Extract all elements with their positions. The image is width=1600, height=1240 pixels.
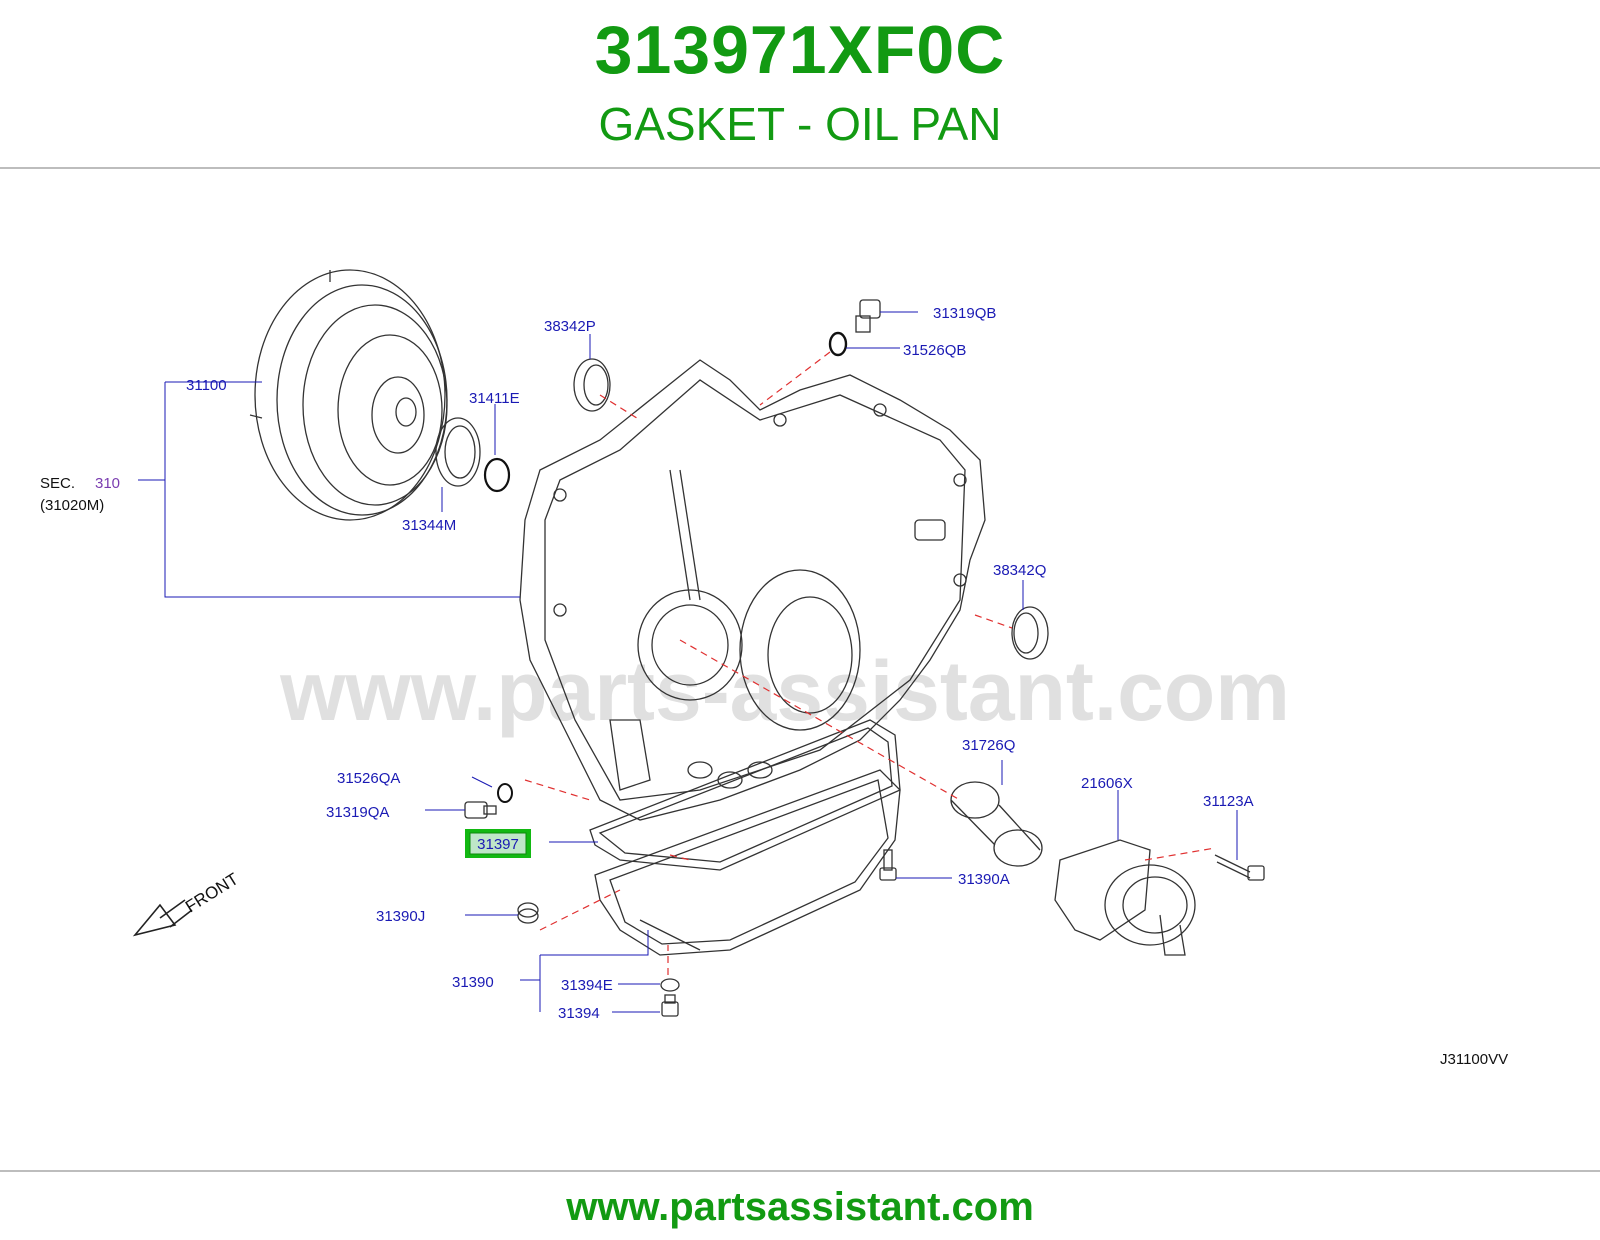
plug-31319QA-part[interactable] [464, 801, 497, 819]
front-label: FRONT [182, 869, 242, 916]
magnet-31390J-part[interactable] [517, 902, 539, 924]
o-ring-31411E-part[interactable] [483, 457, 511, 493]
bolt-31123A-part[interactable] [1214, 854, 1265, 881]
bolt-31390A-part[interactable] [879, 849, 897, 881]
footer-website-link[interactable]: www.partsassistant.com [566, 1185, 1034, 1229]
label-31100[interactable]: 31100 [186, 377, 227, 394]
seal-38342Q-part[interactable] [1011, 606, 1049, 660]
label-31411E[interactable]: 31411E [469, 390, 520, 407]
oil-pan-part[interactable] [594, 769, 901, 956]
footer-divider [0, 1170, 1600, 1172]
label-31726Q[interactable]: 31726Q [962, 737, 1015, 754]
front-arrow-icon [132, 899, 193, 937]
o-ring-31526QB-part[interactable] [828, 331, 848, 357]
sec-sub-label: (31020M) [40, 497, 104, 514]
part-number-title: 313971XF0C [594, 12, 1006, 88]
label-31394E[interactable]: 31394E [561, 977, 613, 994]
assembly-lines [524, 351, 1216, 975]
parts-diagram: www.parts-assistant.com [40, 269, 1508, 1068]
part-name-subtitle: GASKET - OIL PAN [598, 98, 1002, 150]
label-31123A[interactable]: 31123A [1203, 793, 1254, 810]
label-31526QA[interactable]: 31526QA [337, 770, 400, 787]
label-38342P[interactable]: 38342P [544, 318, 596, 335]
highlighted-part-31397[interactable]: 31397 [465, 829, 531, 858]
seal-31344M-part[interactable] [435, 417, 481, 487]
label-31319QA[interactable]: 31319QA [326, 804, 389, 821]
label-38342Q[interactable]: 38342Q [993, 562, 1046, 579]
o-ring-31526QA-part[interactable] [497, 783, 513, 803]
diagram-code: J31100VV [1440, 1051, 1508, 1068]
label-31319QB[interactable]: 31319QB [933, 305, 996, 322]
bolt-31319QB-part[interactable] [855, 299, 881, 333]
torque-converter-part[interactable] [249, 269, 448, 521]
label-31390A[interactable]: 31390A [958, 871, 1010, 888]
label-31397: 31397 [477, 836, 519, 853]
label-21606X[interactable]: 21606X [1081, 775, 1133, 792]
label-31390[interactable]: 31390 [452, 974, 494, 991]
label-31344M[interactable]: 31344M [402, 517, 456, 534]
page-header: 313971XF0C GASKET - OIL PAN [0, 0, 1600, 168]
seal-38342P-part[interactable] [573, 358, 611, 412]
sec-number-link[interactable]: 310 [95, 475, 120, 492]
washer-31394E-part[interactable] [660, 978, 680, 992]
oil-pan-gasket-part[interactable] [589, 719, 901, 871]
label-31526QB[interactable]: 31526QB [903, 342, 966, 359]
label-31394[interactable]: 31394 [558, 1005, 600, 1022]
oil-cooler-part[interactable] [1054, 839, 1196, 956]
label-31390J[interactable]: 31390J [376, 908, 425, 925]
watermark-text: www.parts-assistant.com [279, 644, 1290, 738]
drain-plug-31394-part[interactable] [661, 994, 679, 1017]
leader-lines [138, 311, 1238, 1013]
sec-label: SEC. [40, 475, 75, 492]
header-divider [0, 167, 1600, 169]
oil-filter-part[interactable] [950, 781, 1043, 867]
transmission-case-part[interactable] [519, 359, 986, 821]
